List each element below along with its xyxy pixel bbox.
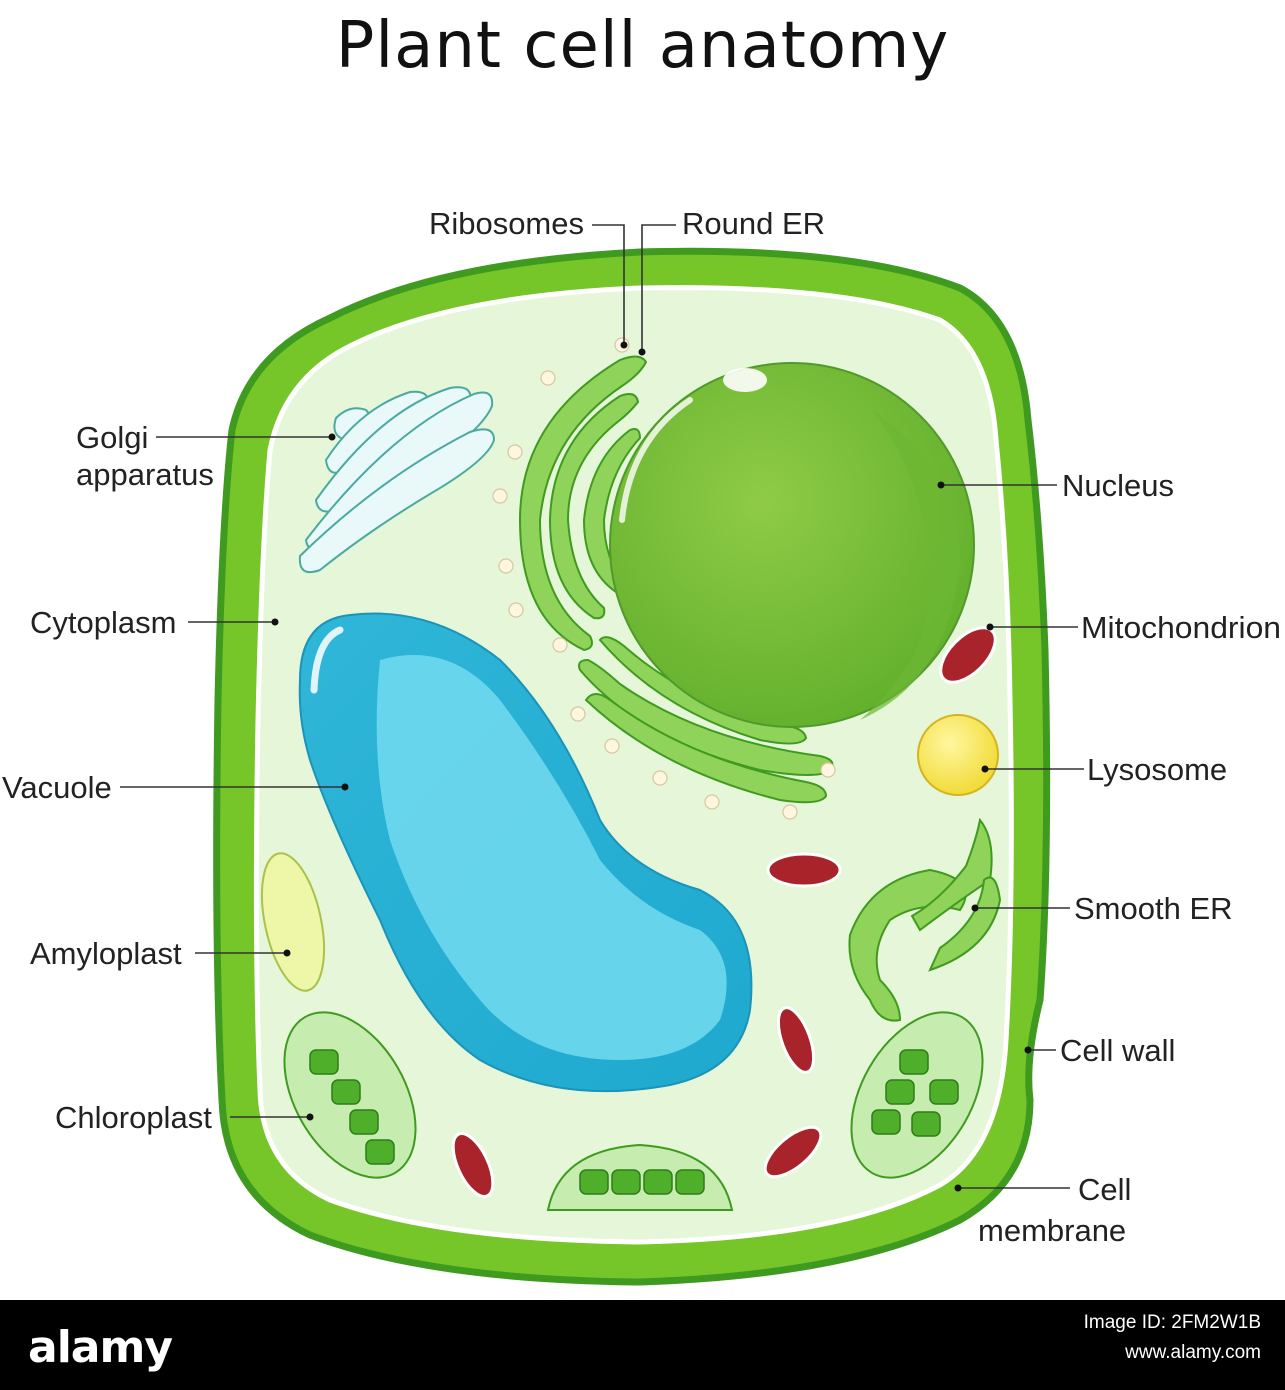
- alamy-logo: alamy: [28, 1322, 173, 1373]
- leader-lines: [120, 224, 1084, 1192]
- plant-cell-diagram: Ribosomes Round ER Golgi apparatus Nucle…: [2, 206, 1281, 1286]
- smooth-er: [848, 817, 1002, 1022]
- label-golgi-line1: Golgi: [76, 420, 148, 455]
- amyloplast: [260, 852, 326, 992]
- nucleus: [609, 362, 975, 728]
- label-cell-membrane-line1: Cell: [1078, 1172, 1131, 1207]
- label-mitochondrion: Mitochondrion: [1081, 610, 1281, 645]
- label-vacuole: Vacuole: [2, 770, 112, 805]
- label-round-er: Round ER: [682, 206, 825, 241]
- rough-er: [518, 355, 834, 804]
- image-id: Image ID: 2FM2W1B: [1083, 1312, 1261, 1333]
- label-ribosomes: Ribosomes: [429, 206, 584, 241]
- label-golgi-line2: apparatus: [76, 457, 214, 492]
- vacuole: [298, 612, 753, 1093]
- footer-bar: [0, 1300, 1285, 1390]
- mitochondria: [451, 626, 997, 1198]
- page-title: Plant cell anatomy: [335, 9, 950, 83]
- label-nucleus: Nucleus: [1062, 468, 1174, 503]
- label-chloroplast: Chloroplast: [55, 1100, 212, 1135]
- chloroplasts: [283, 1011, 984, 1211]
- image-url: www.alamy.com: [1125, 1342, 1261, 1363]
- golgi-apparatus: [298, 386, 496, 574]
- label-lysosome: Lysosome: [1087, 752, 1227, 787]
- label-cell-membrane-line2: membrane: [978, 1213, 1126, 1248]
- label-cytoplasm: Cytoplasm: [30, 605, 176, 640]
- lysosome: [917, 714, 999, 796]
- label-cell-wall: Cell wall: [1060, 1033, 1175, 1068]
- label-smooth-er: Smooth ER: [1074, 891, 1233, 926]
- label-amyloplast: Amyloplast: [30, 936, 182, 971]
